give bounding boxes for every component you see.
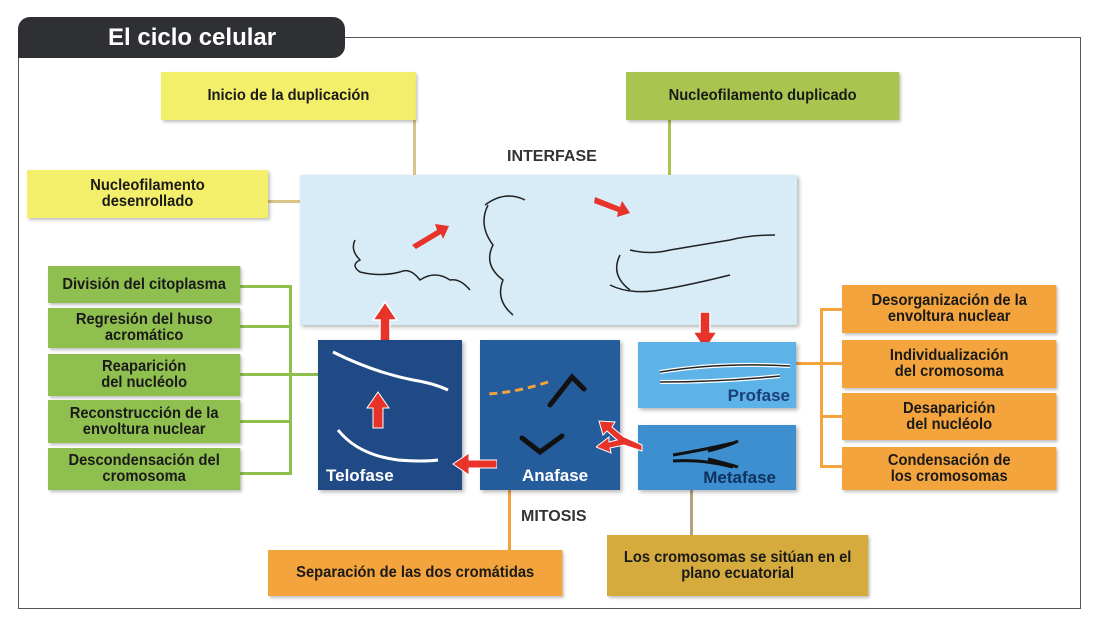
arrow-icon — [412, 224, 449, 249]
box-separacion-cromatidas: Separación de las dos cromátidas — [268, 550, 563, 596]
connector — [820, 415, 842, 418]
profase-label: Profase — [727, 386, 790, 405]
anafase-panel: Anafase — [480, 340, 620, 490]
profase-event: Individualización del cromosoma — [842, 340, 1057, 388]
box-nucleofilamento-duplicado: Nucleofilamento duplicado — [626, 72, 900, 120]
profase-chromosome — [659, 362, 791, 384]
connector — [796, 362, 842, 365]
interfase-panel — [300, 175, 797, 325]
mitosis-label: MITOSIS — [521, 508, 587, 525]
page-title: El ciclo celular — [18, 17, 345, 58]
profase-event: Condensación de los cromosomas — [842, 447, 1057, 490]
telofase-event: Descondensación del cromosoma — [48, 448, 241, 490]
metafase-panel: Metafase — [638, 425, 796, 490]
connector — [508, 490, 511, 552]
telofase-event: Reconstrucción de la envoltura nuclear — [48, 400, 241, 443]
box-inicio-duplicacion: Inicio de la duplicación — [161, 72, 416, 120]
connector — [690, 490, 693, 536]
connector — [820, 308, 842, 468]
telofase-label: Telofase — [326, 466, 394, 485]
profase-event: Desorganización de la envoltura nuclear — [842, 285, 1057, 333]
arrow-down-icon — [691, 312, 719, 352]
telofase-event: Reaparición del nucléolo — [48, 354, 241, 396]
arrow-icon — [594, 197, 630, 217]
chromatin-strand — [352, 239, 471, 291]
connector — [240, 373, 318, 376]
connector — [413, 120, 416, 175]
anafase-chromosomes — [487, 373, 587, 456]
profase-panel: Profase — [638, 342, 796, 408]
box-nucleofilamento-desenrollado: Nucleofilamento desenrollado — [27, 170, 269, 218]
connector — [268, 200, 300, 203]
split-arrow-icon — [596, 420, 643, 454]
anafase-label: Anafase — [522, 466, 589, 485]
connector — [668, 120, 671, 175]
connector — [240, 325, 292, 328]
telofase-chromosomes — [332, 350, 449, 463]
profase-event: Desaparición del nucléolo — [842, 393, 1057, 440]
box-plano-ecuatorial: Los cromosomas se sitúan en el plano ecu… — [607, 535, 869, 596]
telofase-event: Regresión del huso acromático — [48, 308, 241, 348]
connector — [240, 285, 292, 475]
metafase-chromosome — [672, 439, 739, 469]
chromatin-strand — [609, 234, 776, 293]
interfase-chromatin-illustration — [352, 195, 776, 316]
telofase-panel: Telofase — [318, 340, 462, 490]
arrow-left-icon — [452, 452, 497, 476]
chromatin-strand — [483, 195, 526, 316]
arrow-up-icon — [371, 300, 399, 342]
diagram-frame — [18, 37, 1081, 609]
connector — [240, 420, 292, 423]
telofase-event: División del citoplasma — [48, 266, 241, 303]
interfase-label: INTERFASE — [507, 148, 597, 165]
metafase-label: Metafase — [703, 468, 776, 487]
